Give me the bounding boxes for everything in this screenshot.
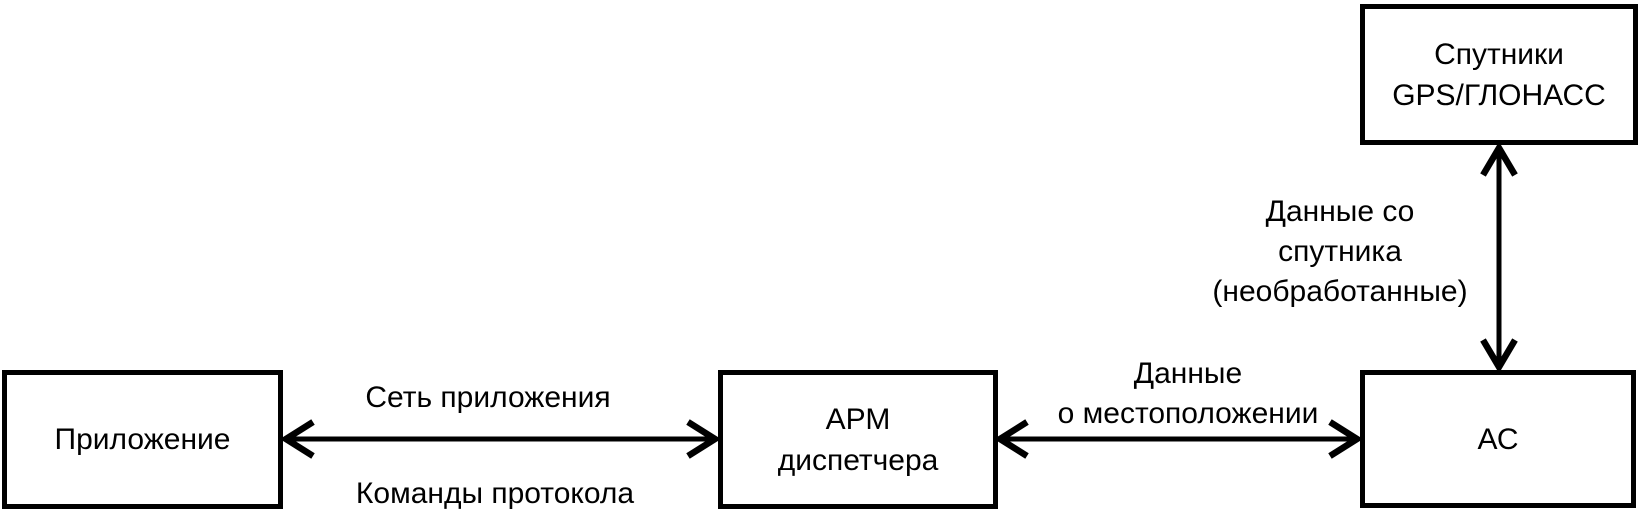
- edge-label-line: Данные: [1133, 357, 1243, 390]
- edge-label-satellite-data: Данные со спутника (необработанные): [1212, 192, 1467, 312]
- node-arm-dispatcher: АРМ диспетчера: [718, 370, 998, 509]
- edge-label-line: (необработанные): [1212, 275, 1468, 308]
- node-label: АРМ диспетчера: [778, 399, 939, 481]
- arrowhead-up-icon: [1480, 141, 1518, 177]
- node-application: Приложение: [2, 370, 283, 509]
- edge-label-line: Данные со: [1265, 195, 1415, 228]
- arrow-satellites-as: [1480, 141, 1518, 374]
- edge-label-line: о местоположении: [1057, 397, 1319, 430]
- arrowhead-left-icon: [279, 419, 315, 459]
- node-label-line: GPS/ГЛОНАСС: [1392, 78, 1606, 112]
- node-as: АС: [1360, 370, 1636, 508]
- arrowhead-right-icon: [686, 419, 722, 459]
- node-label: Спутники GPS/ГЛОНАСС: [1392, 34, 1606, 116]
- edge-label-protocol-commands: Команды протокола: [355, 477, 635, 510]
- arrowhead-left-icon: [993, 419, 1029, 459]
- node-label: Приложение: [54, 423, 231, 456]
- node-label-line: АРМ: [825, 402, 891, 436]
- arrow-arm-as: [993, 419, 1364, 459]
- edge-label-location-data: Данные о местоположении: [1058, 354, 1319, 434]
- node-label-line: диспетчера: [777, 443, 939, 477]
- arrowhead-right-icon: [1328, 419, 1364, 459]
- arrow-application-arm: [279, 419, 722, 459]
- node-label-line: Спутники: [1434, 37, 1564, 71]
- arrowhead-down-icon: [1480, 338, 1518, 374]
- node-satellites-gps-glonass: Спутники GPS/ГЛОНАСС: [1360, 4, 1638, 145]
- node-label: АС: [1477, 422, 1519, 456]
- edge-label-line: спутника: [1278, 235, 1402, 268]
- edge-label-application-network: Сеть приложения: [365, 381, 611, 414]
